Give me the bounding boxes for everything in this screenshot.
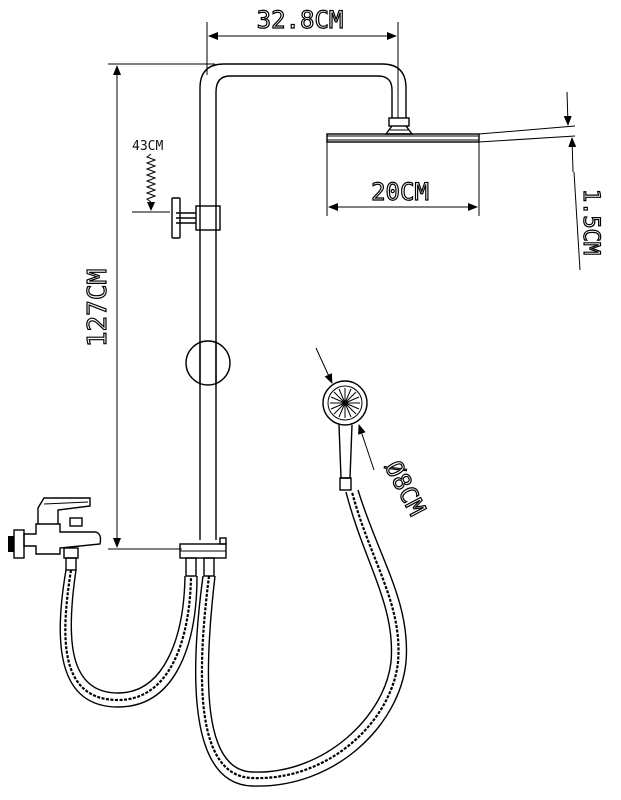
total-height-dimension: 127CM (82, 63, 215, 550)
head-thickness-dimension: 1.5CM (478, 91, 604, 271)
mixer-valve (8, 497, 102, 571)
adjust-range-indicator: 43CM (132, 139, 170, 213)
hand-shower-hose (195, 489, 408, 787)
head-thickness-label: 1.5CM (578, 189, 603, 255)
total-height-label: 127CM (83, 269, 113, 347)
hand-shower: Ø8CM (315, 347, 432, 521)
shower-head: 20CM (326, 117, 480, 216)
riser-pipe (199, 63, 407, 540)
head-width-label: 20CM (371, 178, 429, 206)
hand-shower-diameter-label: Ø8CM (379, 456, 431, 520)
mixer-hose (59, 569, 198, 708)
adjust-range-label: 43CM (132, 139, 163, 154)
hand-shower-holder (171, 197, 221, 239)
arm-width-dimension: 32.8CM (206, 5, 399, 118)
slider-ball (185, 340, 231, 386)
diverter (179, 537, 227, 577)
arm-width-label: 32.8CM (257, 6, 344, 34)
